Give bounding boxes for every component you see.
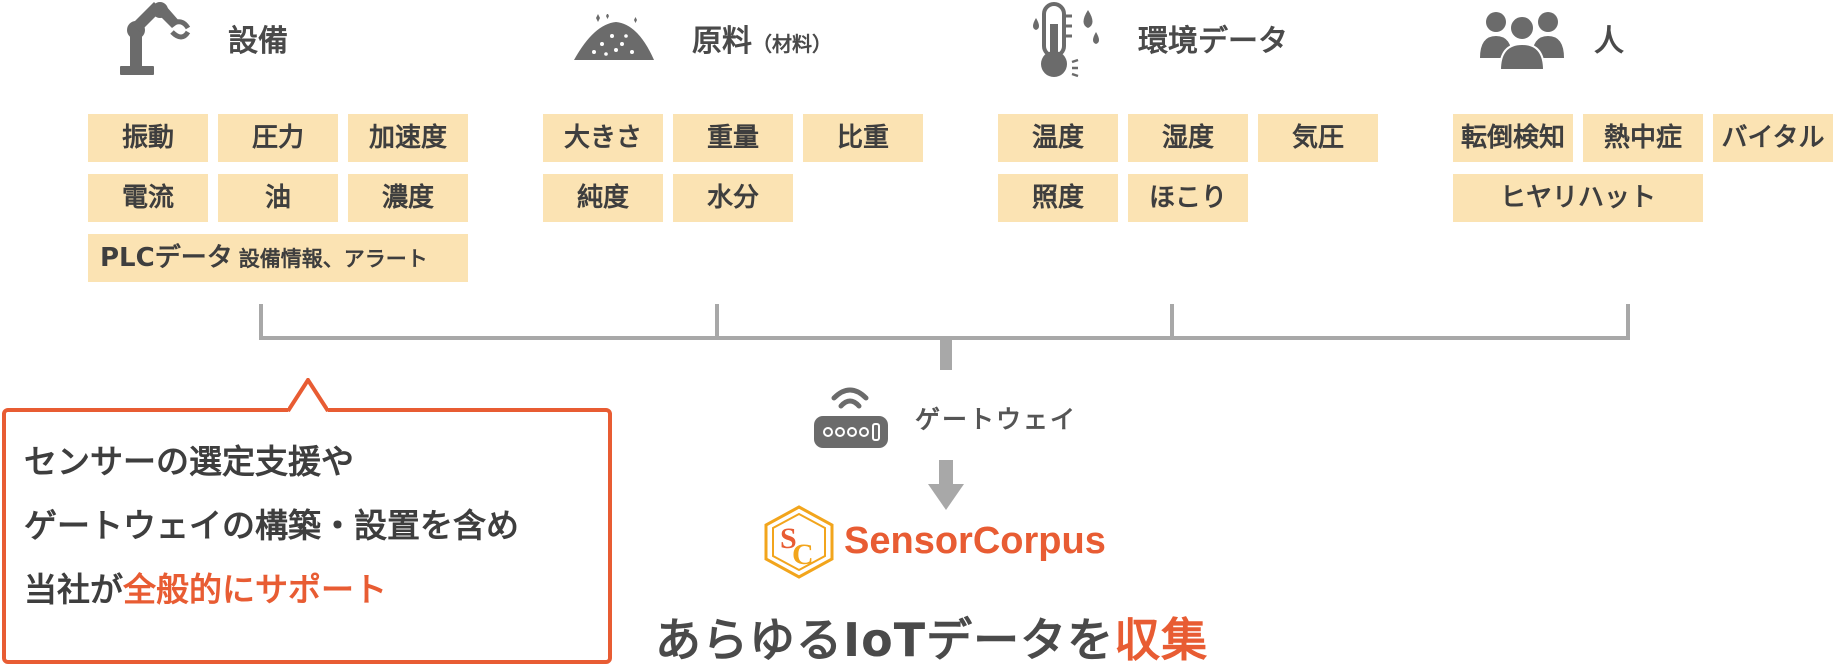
tag-near-miss: ヒヤリハット <box>1453 174 1703 222</box>
svg-text:C: C <box>792 538 814 571</box>
thermometer-drops-icon <box>1033 2 1099 78</box>
sensorcorpus-logo-icon: S C <box>764 505 834 579</box>
tag-illuminance: 照度 <box>998 174 1118 222</box>
tag-dust: ほこり <box>1128 174 1248 222</box>
tag-oil: 油 <box>218 174 338 222</box>
material-title-sub: （材料） <box>752 32 832 56</box>
tag-vibration: 振動 <box>88 114 208 162</box>
tag-current: 電流 <box>88 174 208 222</box>
bracket-stem <box>940 338 952 370</box>
tag-acceleration: 加速度 <box>348 114 468 162</box>
gateway-label: ゲートウェイ <box>915 405 1078 434</box>
callout-line-3: 当社が全般的にサポート <box>24 558 387 622</box>
tag-temperature: 温度 <box>998 114 1118 162</box>
bracket-drop-environment <box>1170 304 1174 340</box>
tag-humidity: 湿度 <box>1128 114 1248 162</box>
callout-line-3-highlight: 全般的にサポート <box>123 570 387 609</box>
tag-pressure: 圧力 <box>218 114 338 162</box>
tag-purity: 純度 <box>543 174 663 222</box>
bracket-drop-material <box>715 304 719 340</box>
down-arrow-icon <box>928 460 964 510</box>
category-title-people: 人 <box>1594 24 1624 59</box>
sensorcorpus-logo-text: SensorCorpus <box>844 520 1106 562</box>
router-icon <box>814 387 888 448</box>
callout-line-3-prefix: 当社が <box>24 570 123 609</box>
headline: あらゆるIoTデータを収集 <box>655 604 1208 670</box>
tag-vital: バイタル <box>1713 114 1833 162</box>
category-title-equipment: 設備 <box>228 24 288 59</box>
svg-text:S: S <box>780 522 797 555</box>
category-title-environment: 環境データ <box>1138 24 1288 59</box>
tag-fall-detection: 転倒検知 <box>1453 114 1573 162</box>
robot-arm-icon <box>120 2 191 75</box>
tag-specific-gravity: 比重 <box>803 114 923 162</box>
people-group-icon <box>1480 12 1564 70</box>
bracket-drop-equipment <box>259 304 263 340</box>
powder-pile-icon <box>574 14 654 60</box>
callout-line-2: ゲートウェイの構築・設置を含め <box>24 506 519 545</box>
tag-concentration: 濃度 <box>348 174 468 222</box>
callout-pointer <box>288 378 328 412</box>
headline-prefix: あらゆるIoTデータを <box>655 613 1115 667</box>
tag-weight: 重量 <box>673 114 793 162</box>
plc-sub-label: 設備情報、アラート <box>238 247 428 271</box>
bracket-drop-people <box>1626 304 1630 340</box>
material-title-main: 原料 <box>692 24 752 59</box>
callout-line-1: センサーの選定支援や <box>24 442 354 481</box>
tag-moisture: 水分 <box>673 174 793 222</box>
tag-size: 大きさ <box>543 114 663 162</box>
tag-heatstroke: 熱中症 <box>1583 114 1703 162</box>
tag-plc-data: PLCデータ設備情報、アラート <box>88 234 468 282</box>
support-callout-box: センサーの選定支援や ゲートウェイの構築・設置を含め 当社が全般的にサポート <box>2 408 612 664</box>
tag-air-pressure: 気圧 <box>1258 114 1378 162</box>
plc-main-label: PLCデータ <box>100 243 233 273</box>
headline-highlight: 収集 <box>1114 613 1209 667</box>
category-title-material: 原料（材料） <box>692 24 832 62</box>
